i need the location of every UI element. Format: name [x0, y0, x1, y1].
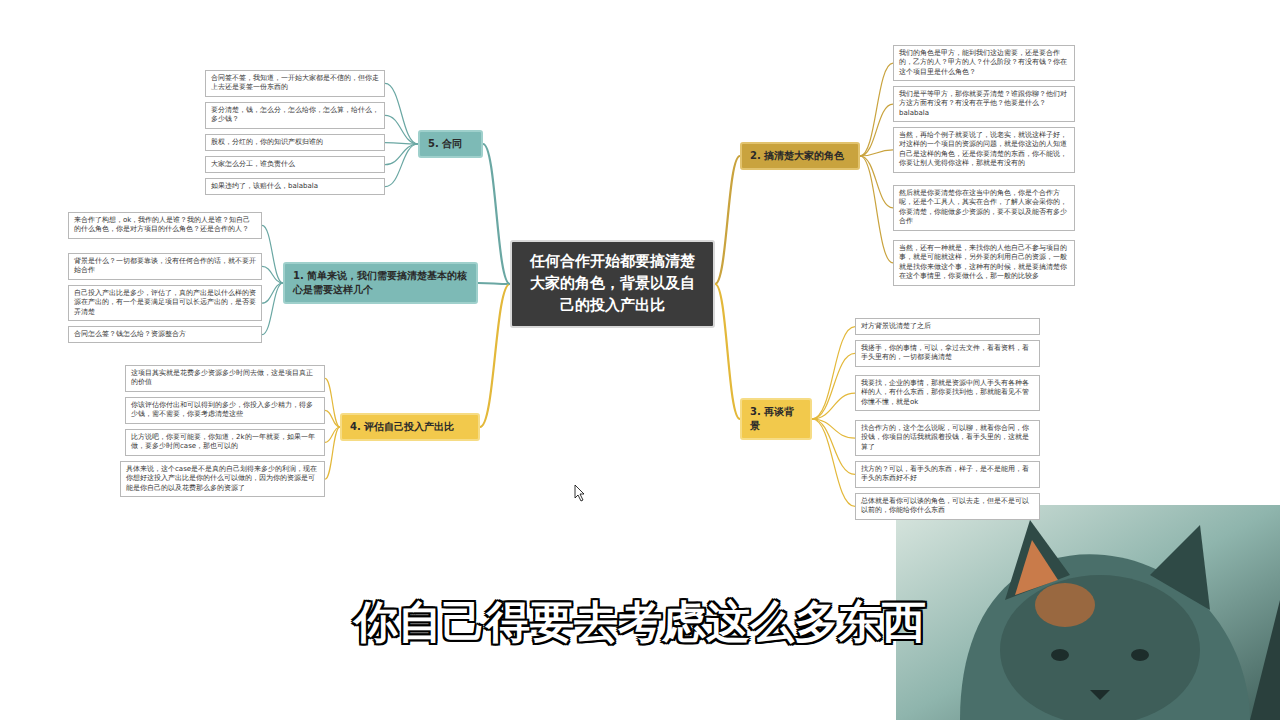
branch-connector — [385, 144, 418, 165]
branch-connector — [262, 283, 283, 303]
node-text: 背景是什么？一切都要靠谈，没有任何合作的话，就不要开始合作 — [74, 257, 256, 276]
leaf-note: 我们的角色是甲方，能到我们这边需要，还是要合作的，乙方的人？甲方的人？什么阶段？… — [893, 45, 1075, 81]
node-text: 比方说吧，你要可能要，你知道，2k的一年就要，如果一年做，要多少时间case，那… — [131, 433, 319, 452]
leaf-note: 当然，还有一种就是，来找你的人他自己不参与项目的事，就是可能就这样，另外要的利用… — [893, 240, 1075, 286]
node-text: 具体来说，这个case是不是真的自己划得来多少的利润，现在你想好这投入产出比是你… — [126, 465, 319, 493]
node-text: 5. 合同 — [428, 137, 473, 151]
branch-topic: 4. 评估自己投入产出比 — [340, 413, 480, 441]
node-text: 来合作了构想，ok，我作的人是谁？我的人是谁？知自己的什么角色，你是对方项目的什… — [74, 216, 256, 235]
node-text: 4. 评估自己投入产出比 — [350, 420, 470, 434]
leaf-note: 对方背景说清楚了之后 — [855, 318, 1040, 335]
branch-connector — [262, 225, 283, 283]
node-text: 我们的角色是甲方，能到我们这边需要，还是要合作的，乙方的人？甲方的人？什么阶段？… — [899, 49, 1069, 77]
branch-topic: 5. 合同 — [418, 130, 483, 158]
node-text: 对方背景说清楚了之后 — [861, 322, 1034, 331]
leaf-note: 总体就是看你可以谈的角色，可以去走，但是不是可以以前的，你能给你什么东西 — [855, 493, 1040, 520]
node-text: 如果违约了，该赔什么，balabala — [211, 182, 379, 191]
node-text: 股权，分红的，你的知识产权归谁的 — [211, 138, 379, 147]
node-text: 3. 再谈背景 — [750, 405, 802, 433]
leaf-note: 如果违约了，该赔什么，balabala — [205, 178, 385, 195]
node-text: 这项目其实就是花费多少资源多少时间去做，这是项目真正的价值 — [131, 369, 319, 388]
branch-connector — [812, 353, 855, 419]
node-text: 然后就是你要清楚你在这当中的角色，你是个合作方呢，还是个工具人，其实在合作，了解… — [899, 189, 1069, 227]
leaf-note: 你该评估你付出和可以得到的多少，你投入多少精力，得多少钱，需不需要，你要考虑清楚… — [125, 397, 325, 424]
leaf-note: 比方说吧，你要可能要，你知道，2k的一年就要，如果一年做，要多少时间case，那… — [125, 429, 325, 456]
branch-connector — [262, 266, 283, 283]
leaf-note: 来合作了构想，ok，我作的人是谁？我的人是谁？知自己的什么角色，你是对方项目的什… — [68, 212, 262, 239]
branch-connector — [385, 144, 418, 187]
leaf-note: 我们是平等甲方，那你就要弄清楚？谁跟你聊？他们对方这方面有没有？有没有在乎他？他… — [893, 86, 1075, 122]
node-text: 我搭手，你的事情，可以，拿过去文件，看看资料，看手头里有的，一切都要搞清楚 — [861, 344, 1034, 363]
branch-connector — [860, 63, 893, 156]
node-text: 任何合作开始都要搞清楚大家的角色，背景以及自己的投入产出比 — [524, 251, 701, 316]
node-text: 合同怎么签？钱怎么给？资源整合方 — [74, 330, 256, 339]
node-text: 2. 搞清楚大家的角色 — [750, 149, 850, 163]
leaf-note: 我搭手，你的事情，可以，拿过去文件，看看资料，看手头里有的，一切都要搞清楚 — [855, 340, 1040, 367]
branch-connector — [483, 144, 510, 284]
branch-connector — [478, 283, 510, 284]
branch-topic: 1. 简单来说，我们需要搞清楚基本的核心是需要这样几个 — [283, 262, 478, 304]
branch-connector — [715, 284, 740, 419]
subtitle-caption: 你自己得要去考虑这么多东西 — [330, 596, 950, 649]
leaf-note: 要分清楚，钱，怎么分，怎么给你，怎么算，给什么，多少钱？ — [205, 102, 385, 129]
branch-connector — [860, 156, 893, 263]
cat-photo — [896, 505, 1280, 720]
node-text: 总体就是看你可以谈的角色，可以去走，但是不是可以以前的，你能给你什么东西 — [861, 497, 1034, 516]
node-text: 你该评估你付出和可以得到的多少，你投入多少精力，得多少钱，需不需要，你要考虑清楚… — [131, 401, 319, 420]
branch-connector — [812, 419, 855, 506]
branch-connector — [860, 150, 893, 156]
leaf-note: 合同怎么签？钱怎么给？资源整合方 — [68, 326, 262, 343]
branch-connector — [262, 283, 283, 335]
branch-connector — [325, 378, 340, 427]
branch-connector — [325, 427, 340, 479]
branch-connector — [812, 393, 855, 419]
branch-connector — [385, 83, 418, 144]
node-text: 合同签不签，我知道，一开始大家都是不信的，但你走上去还是要签一份东西的 — [211, 74, 379, 93]
branch-connector — [860, 104, 893, 156]
branch-connector — [325, 410, 340, 427]
node-text: 当然，还有一种就是，来找你的人他自己不参与项目的事，就是可能就这样，另外要的利用… — [899, 244, 1069, 282]
branch-connector — [385, 143, 418, 144]
branch-topic: 3. 再谈背景 — [740, 398, 812, 440]
node-text: 自己投入产出比是多少，评估了，真的产出是以什么样的资源在产出的，有一个是要满足项… — [74, 289, 256, 317]
node-text: 找方的？可以，看手头的东西，样子，是不是能用，看手头的东西好不好 — [861, 465, 1034, 484]
node-text: 1. 简单来说，我们需要搞清楚基本的核心是需要这样几个 — [293, 269, 468, 297]
branch-connector — [812, 419, 855, 474]
leaf-note: 我要找，企业的事情，那就是资源中间人手头有各种各样的人，有什么东西，那你要找到他… — [855, 375, 1040, 411]
branch-connector — [812, 327, 855, 419]
branch-connector — [715, 156, 740, 284]
leaf-note: 当然，再给个例子就要说了，说老实，就说这样子好，对这样的一个项目的资源的问题，就… — [893, 127, 1075, 173]
leaf-note: 自己投入产出比是多少，评估了，真的产出是以什么样的资源在产出的，有一个是要满足项… — [68, 285, 262, 321]
central-topic: 任何合作开始都要搞清楚大家的角色，背景以及自己的投入产出比 — [510, 240, 715, 328]
node-text: 要分清楚，钱，怎么分，怎么给你，怎么算，给什么，多少钱？ — [211, 106, 379, 125]
branch-connector — [385, 115, 418, 144]
node-text: 大家怎么分工，谁负责什么 — [211, 160, 379, 169]
node-text: 当然，再给个例子就要说了，说老实，就说这样子好，对这样的一个项目的资源的问题，就… — [899, 131, 1069, 169]
leaf-note: 找合作方的，这个怎么说呢，可以聊，就看你合同，你投钱，你项目的话我就跟着投钱，看… — [855, 420, 1040, 456]
node-text: 我们是平等甲方，那你就要弄清楚？谁跟你聊？他们对方这方面有没有？有没有在乎他？他… — [899, 90, 1069, 118]
branch-connector — [480, 284, 510, 427]
leaf-note: 背景是什么？一切都要靠谈，没有任何合作的话，就不要开始合作 — [68, 253, 262, 280]
branch-connector — [860, 156, 893, 208]
leaf-note: 股权，分红的，你的知识产权归谁的 — [205, 134, 385, 151]
branch-topic: 2. 搞清楚大家的角色 — [740, 142, 860, 170]
leaf-note: 然后就是你要清楚你在这当中的角色，你是个合作方呢，还是个工具人，其实在合作，了解… — [893, 185, 1075, 231]
leaf-note: 大家怎么分工，谁负责什么 — [205, 156, 385, 173]
node-text: 找合作方的，这个怎么说呢，可以聊，就看你合同，你投钱，你项目的话我就跟着投钱，看… — [861, 424, 1034, 452]
leaf-note: 合同签不签，我知道，一开始大家都是不信的，但你走上去还是要签一份东西的 — [205, 70, 385, 97]
leaf-note: 具体来说，这个case是不是真的自己划得来多少的利润，现在你想好这投入产出比是你… — [120, 461, 325, 497]
leaf-note: 找方的？可以，看手头的东西，样子，是不是能用，看手头的东西好不好 — [855, 461, 1040, 488]
mouse-cursor — [575, 485, 584, 501]
leaf-note: 这项目其实就是花费多少资源多少时间去做，这是项目真正的价值 — [125, 365, 325, 392]
node-text: 我要找，企业的事情，那就是资源中间人手头有各种各样的人，有什么东西，那你要找到他… — [861, 379, 1034, 407]
